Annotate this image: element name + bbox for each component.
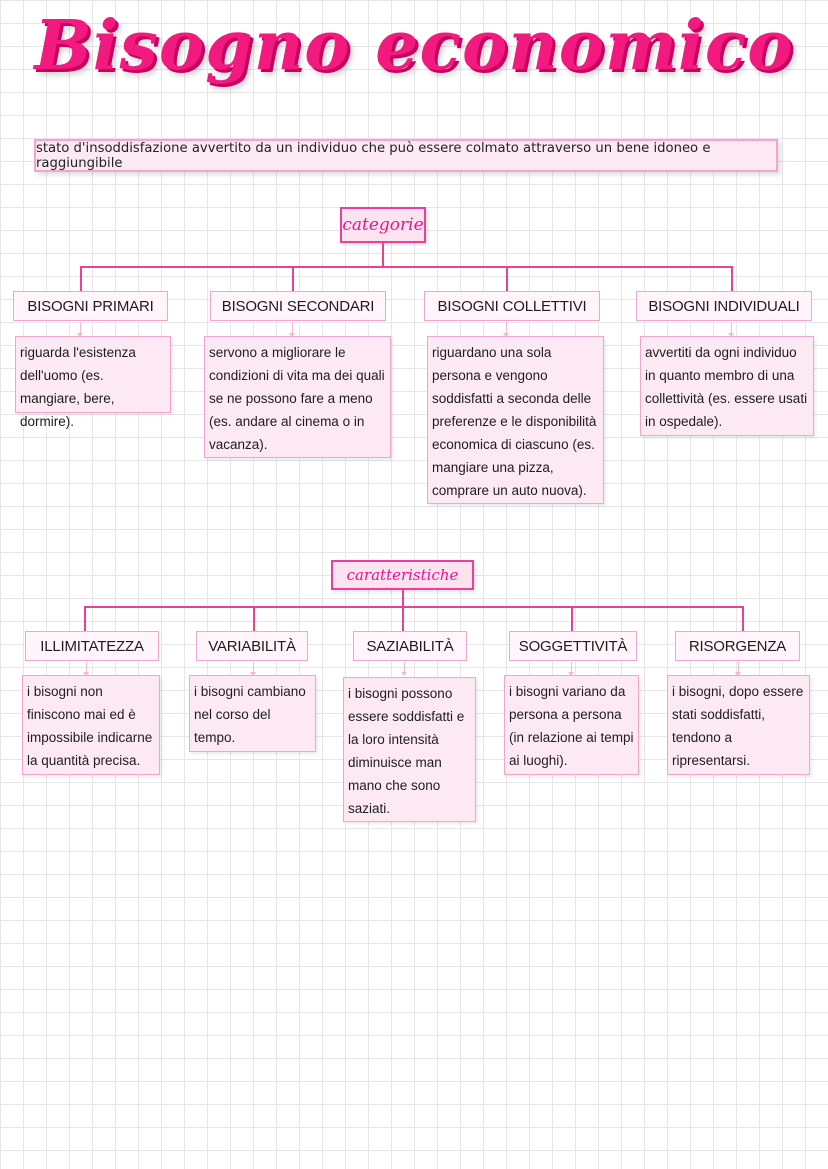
feature-heading-soggettivita: SOGGETTIVITÀ [509,631,637,661]
arrow-connector [503,322,509,337]
feature-desc-risorgenza: i bisogni, dopo essere stati soddisfatti… [667,675,810,775]
definition-box: stato d'insoddisfazione avvertito da un … [34,139,778,172]
arrow-connector [728,322,734,337]
caratteristiche-label: caratteristiche [331,560,474,590]
arrow-connector [289,322,295,337]
feature-desc-soggettivita: i bisogni variano da persona a persona (… [504,675,639,775]
category-desc-collettivi: riguardano una sola persona e vengono so… [427,336,604,504]
feature-heading-variabilita: VARIABILITÀ [196,631,308,661]
page-title: Bisogno economico [34,6,794,86]
feature-heading-saziabilita: SAZIABILITÀ [353,631,467,661]
feature-heading-risorgenza: RISORGENZA [675,631,800,661]
caratteristiche-branch-1 [84,606,86,632]
caratteristiche-stem [402,590,404,607]
caratteristiche-branch-3 [402,606,404,632]
category-heading-collettivi: BISOGNI COLLETTIVI [424,291,600,321]
categorie-label: categorie [340,207,426,243]
arrow-connector [735,662,741,676]
caratteristiche-branch-2 [253,606,255,632]
feature-desc-saziabilita: i bisogni possono essere soddisfatti e l… [343,677,476,822]
category-heading-secondari: BISOGNI SECONDARI [210,291,386,321]
arrow-connector [77,322,83,337]
category-heading-primari: BISOGNI PRIMARI [13,291,168,321]
category-heading-individuali: BISOGNI INDIVIDUALI [636,291,812,321]
arrow-connector [83,662,89,676]
arrow-connector [250,662,256,676]
arrow-connector [568,662,574,676]
categorie-branch-1 [80,266,82,292]
categorie-branch-3 [506,266,508,292]
feature-heading-illimitatezza: ILLIMITATEZZA [25,631,159,661]
feature-desc-variabilita: i bisogni cambiano nel corso del tempo. [189,675,316,752]
caratteristiche-branch-line [84,606,744,608]
caratteristiche-branch-5 [742,606,744,632]
category-desc-secondari: servono a migliorare le condizioni di vi… [204,336,391,458]
categorie-label-text: categorie [342,215,424,235]
categorie-branch-4 [731,266,733,292]
arrow-connector [401,662,407,676]
category-desc-primari: riguarda l'esistenza dell'uomo (es. mang… [15,336,171,429]
categorie-branch-line [80,266,733,268]
caratteristiche-branch-4 [571,606,573,632]
definition-text: stato d'insoddisfazione avvertito da un … [36,140,711,171]
category-desc-individuali: avvertiti da ogni individuo in quanto me… [640,336,814,436]
categorie-stem [382,243,384,267]
feature-desc-illimitatezza: i bisogni non finiscono mai ed è impossi… [22,675,160,775]
caratteristiche-label-text: caratteristiche [346,566,459,584]
categorie-branch-2 [292,266,294,292]
